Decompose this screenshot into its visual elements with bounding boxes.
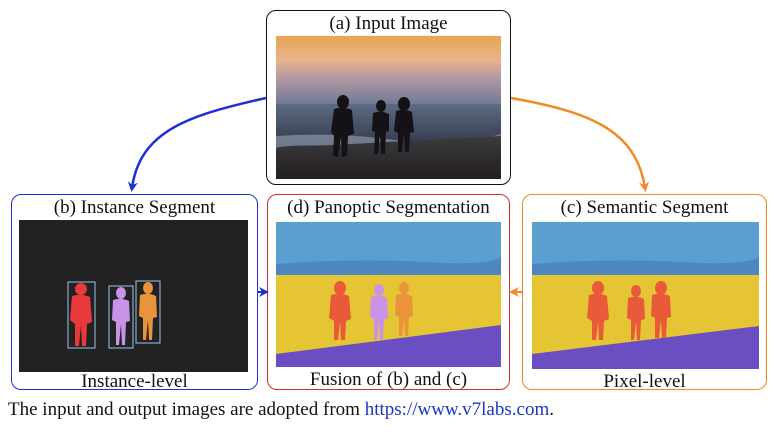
footnote-text: The input and output images are adopted … <box>8 399 365 420</box>
semantic-mask-image <box>532 222 759 369</box>
footnote: The input and output images are adopted … <box>8 398 554 422</box>
curved-arrow-icon <box>127 96 267 192</box>
instance-segment-title: (b) Instance Segment <box>53 197 216 218</box>
beach-photo <box>276 36 501 179</box>
panoptic-masks <box>276 222 501 367</box>
semantic-segment-title: (c) Semantic Segment <box>560 197 729 218</box>
semantic-segment-caption: Pixel-level <box>603 371 686 392</box>
instance-masks <box>67 280 161 349</box>
instance-segment-panel: (b) Instance Segment Instance-level <box>11 194 258 392</box>
source-link[interactable]: https://www.v7labs.com <box>364 399 550 420</box>
panoptic-segmentation-panel: (d) Panoptic Segmentation Fusion of (b) … <box>267 194 510 390</box>
instance-mask-image <box>19 220 248 372</box>
input-image-title: (a) Input Image <box>329 13 448 34</box>
panoptic-segmentation-title: (d) Panoptic Segmentation <box>287 197 490 218</box>
semantic-masks <box>532 222 759 369</box>
instance-segment-caption: Instance-level <box>81 371 188 392</box>
panoptic-segmentation-caption: Fusion of (b) and (c) <box>309 369 468 390</box>
input-photo <box>276 36 501 179</box>
semantic-segment-panel: (c) Semantic Segment Pixel-level <box>522 194 767 392</box>
footnote-end: . <box>549 399 554 420</box>
curved-arrow-icon <box>510 96 650 192</box>
panoptic-mask-image <box>276 222 501 367</box>
input-image-panel: (a) Input Image <box>266 10 511 185</box>
